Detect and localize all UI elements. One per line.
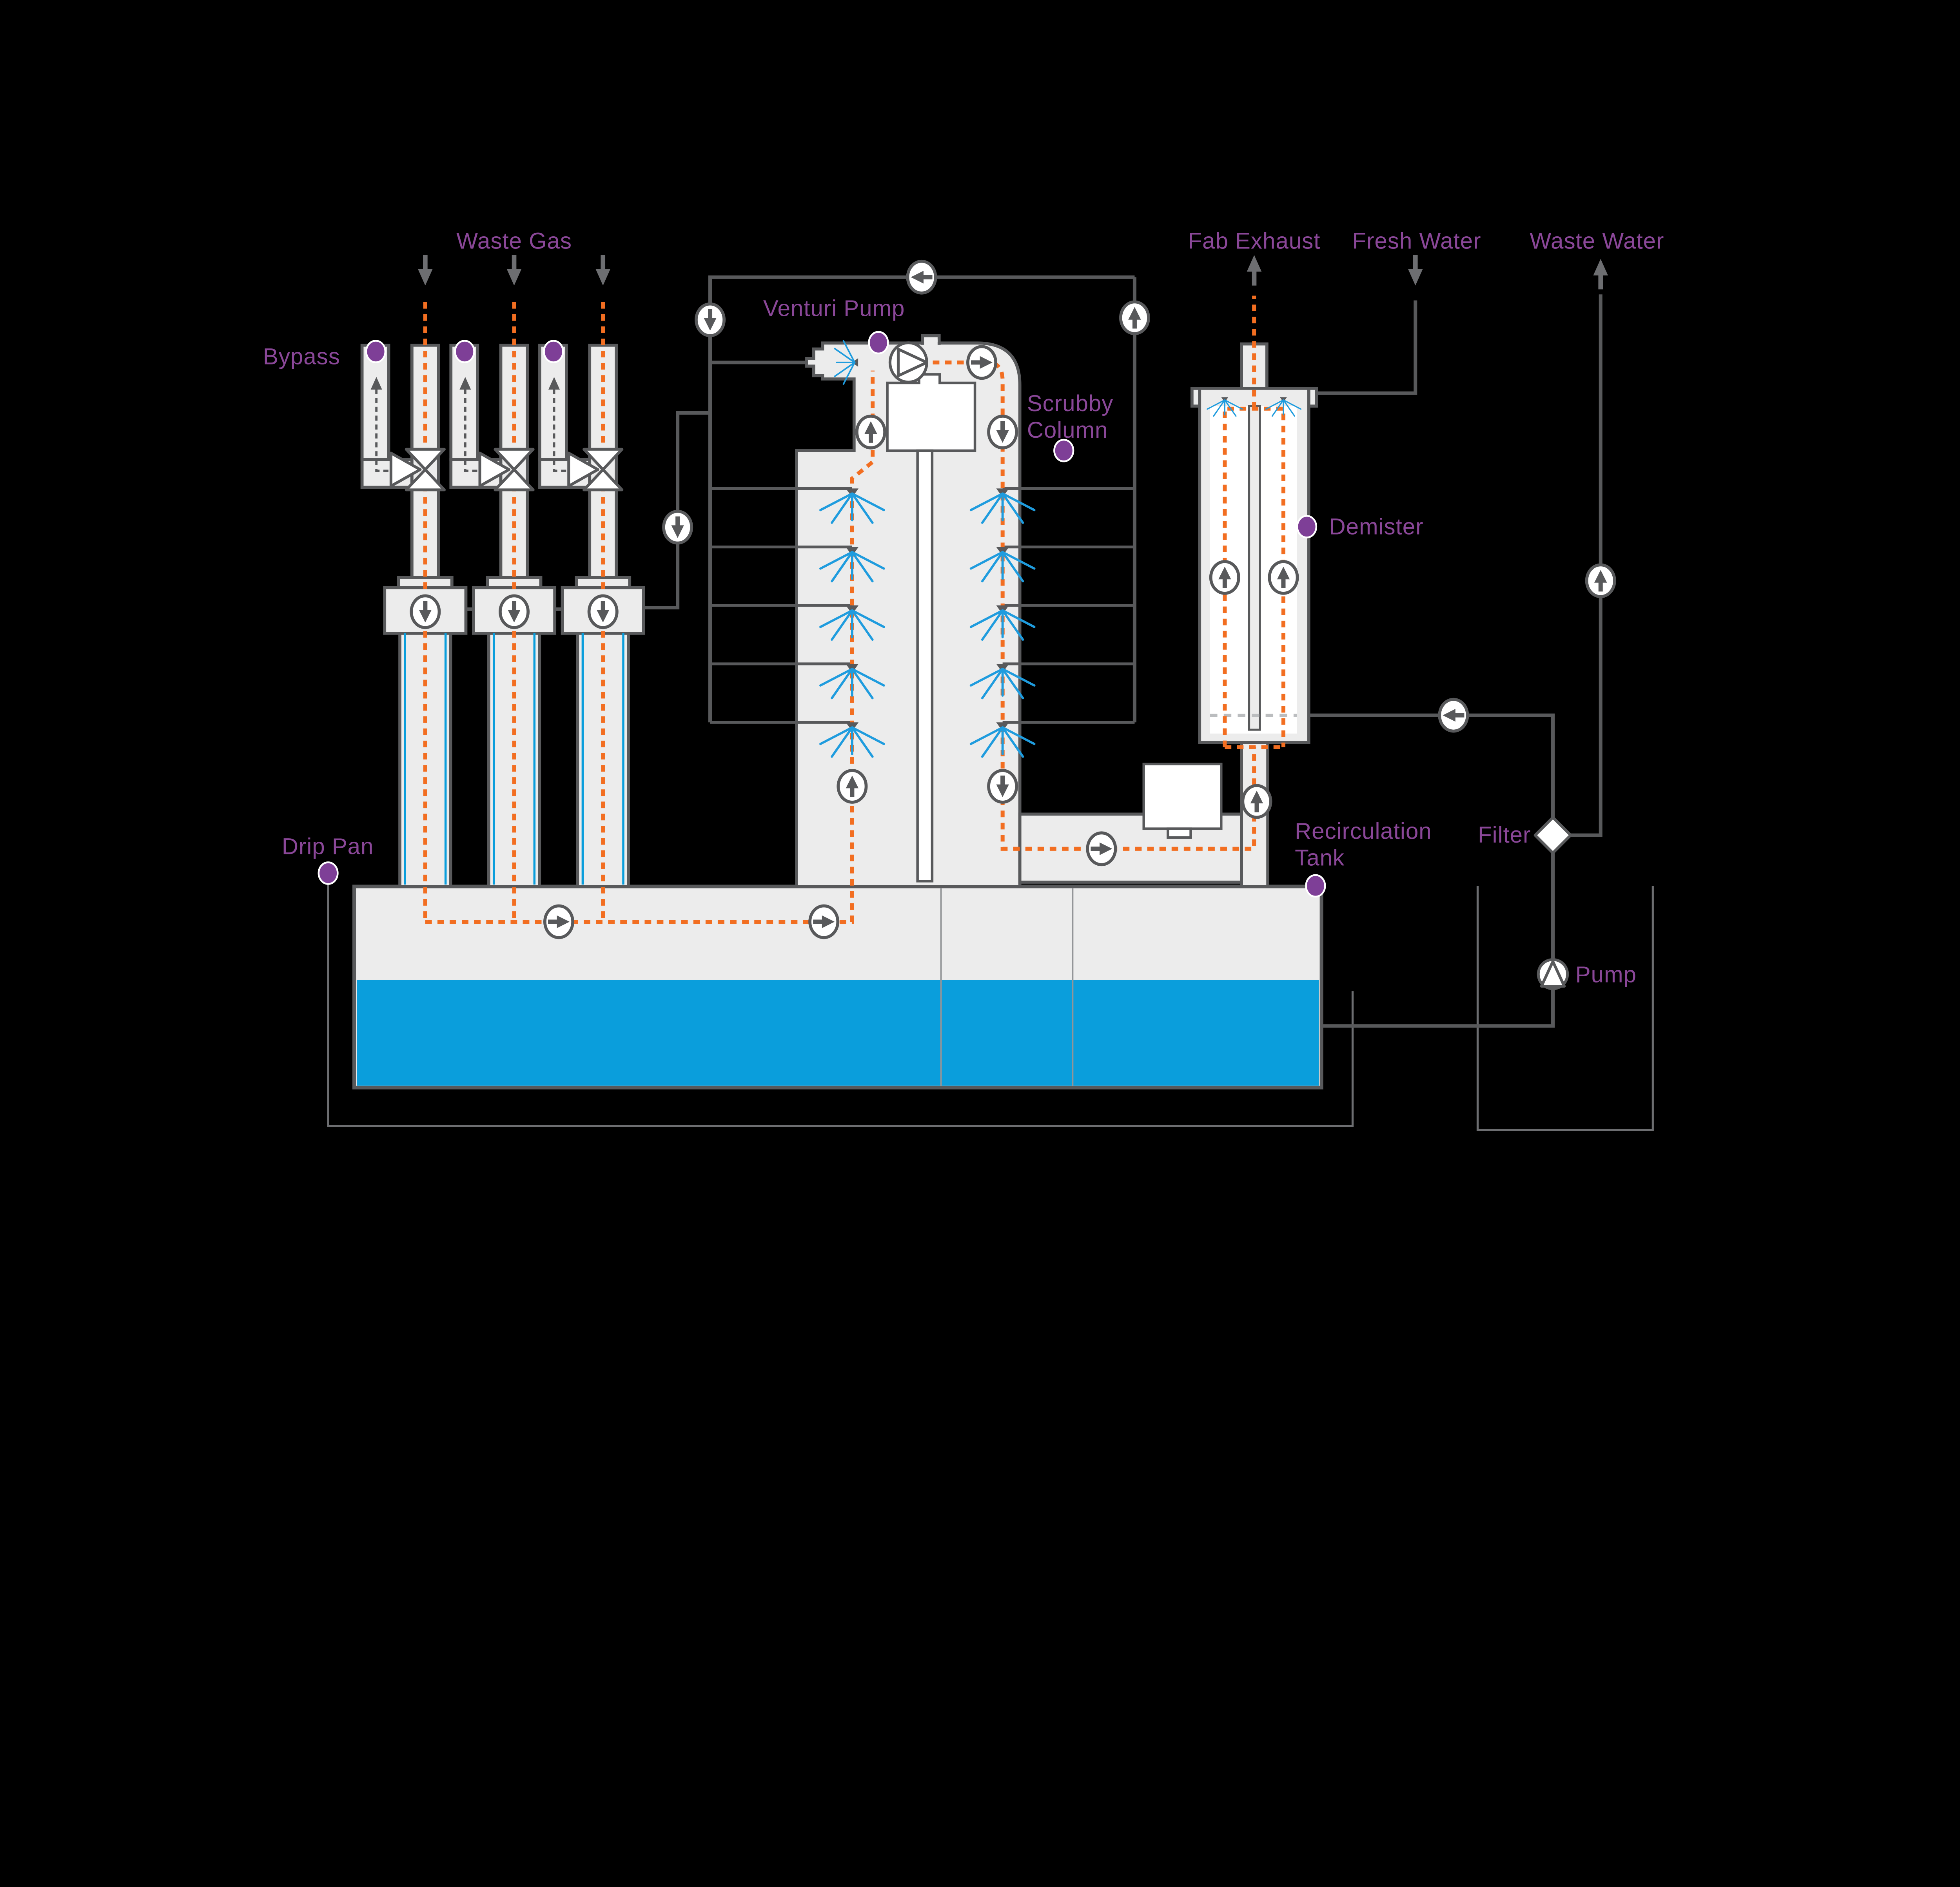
pump-label: Pump — [1575, 962, 1637, 987]
waste-gas-arrow-icon — [506, 255, 522, 286]
flow-down-icon — [664, 511, 691, 543]
pump-return-pipe — [1321, 850, 1555, 1028]
venturi-pump-label: Venturi Pump — [763, 295, 905, 321]
filter-label: Filter — [1478, 822, 1531, 848]
flow-up-icon — [857, 416, 885, 448]
valve-icon — [389, 448, 446, 491]
demister-outlet-pipe — [1308, 713, 1555, 820]
fresh-water-label: Fresh Water — [1352, 228, 1481, 254]
scrubby-column-marker-icon — [1053, 439, 1074, 462]
inlet-valves — [389, 448, 624, 491]
filter-icon — [1534, 816, 1572, 855]
demister-plate — [1248, 405, 1261, 731]
demister-marker-icon — [1296, 515, 1318, 538]
waste-water-arrow-icon — [1593, 259, 1608, 290]
spray-branches — [710, 487, 1135, 724]
flow-down-icon — [989, 770, 1016, 802]
separator-box — [1142, 763, 1223, 830]
waste-gas-arrow-icon — [595, 255, 610, 286]
scrubby-column-label-line1: Scrubby — [1027, 391, 1114, 416]
flow-left-icon — [907, 261, 935, 293]
fab-exhaust-arrow-icon — [1247, 255, 1262, 286]
valve-icon — [478, 448, 535, 491]
flow-right-icon — [968, 346, 996, 378]
flow-down-icon — [500, 596, 528, 627]
demister-label: Demister — [1329, 514, 1424, 539]
waste-gas-arrow-icon — [418, 255, 433, 286]
venturi-pump-marker-icon — [868, 331, 889, 355]
pump-icon — [1537, 958, 1569, 990]
flow-down-icon — [589, 596, 617, 627]
flow-up-icon — [1121, 302, 1149, 334]
water-film-lines — [404, 633, 624, 885]
flow-left-icon — [1439, 700, 1467, 731]
drip-pan-label: Drip Pan — [282, 834, 374, 859]
drip-pan-outline — [327, 879, 1654, 1131]
bypass-marker-icon — [543, 340, 564, 363]
flow-up-icon — [1587, 565, 1615, 596]
recirculation-tank-label-line1: Recirculation — [1295, 819, 1432, 844]
venturi-cap — [886, 373, 976, 452]
bypass-marker-icon — [365, 340, 387, 363]
drip-pan-marker-icon — [318, 861, 339, 885]
flow-up-icon — [1211, 562, 1239, 593]
center-lance — [916, 449, 934, 883]
flow-right-icon — [545, 906, 573, 938]
top-supply-pipe — [708, 275, 1135, 723]
waste-water-label: Waste Water — [1530, 228, 1664, 254]
bypass-label: Bypass — [263, 344, 340, 369]
fresh-water-pipe — [1316, 300, 1417, 395]
flow-down-icon — [696, 304, 724, 336]
stream-arrows — [418, 255, 1608, 290]
recirculation-tank-marker-icon — [1305, 874, 1326, 898]
flow-up-icon — [1243, 786, 1270, 818]
labels: Waste Gas Bypass Venturi Pump Scrubby Co… — [263, 228, 1664, 988]
flow-up-icon — [1269, 562, 1297, 593]
flow-down-icon — [411, 596, 439, 627]
fab-exhaust-label: Fab Exhaust — [1188, 228, 1321, 254]
scrubber-process-diagram: Waste Gas Bypass Venturi Pump Scrubby Co… — [263, 228, 1664, 1131]
flow-down-icon — [989, 416, 1016, 448]
tank-water — [356, 979, 1319, 1086]
scrubby-column-label-line2: Column — [1027, 417, 1108, 443]
inlet-header-assembly — [449, 343, 557, 888]
flow-right-icon — [810, 906, 838, 938]
flow-up-icon — [838, 770, 866, 802]
waste-gas-label: Waste Gas — [456, 228, 572, 254]
flow-right-icon — [1087, 833, 1115, 865]
fresh-water-arrow-icon — [1408, 255, 1423, 286]
recirculation-tank-label-line2: Tank — [1295, 845, 1345, 871]
label-markers — [318, 331, 1326, 898]
bypass-marker-icon — [454, 340, 475, 363]
valve-icon — [567, 448, 624, 491]
venturi-pump-icon — [888, 341, 928, 384]
waste-water-pipe — [1570, 294, 1602, 837]
